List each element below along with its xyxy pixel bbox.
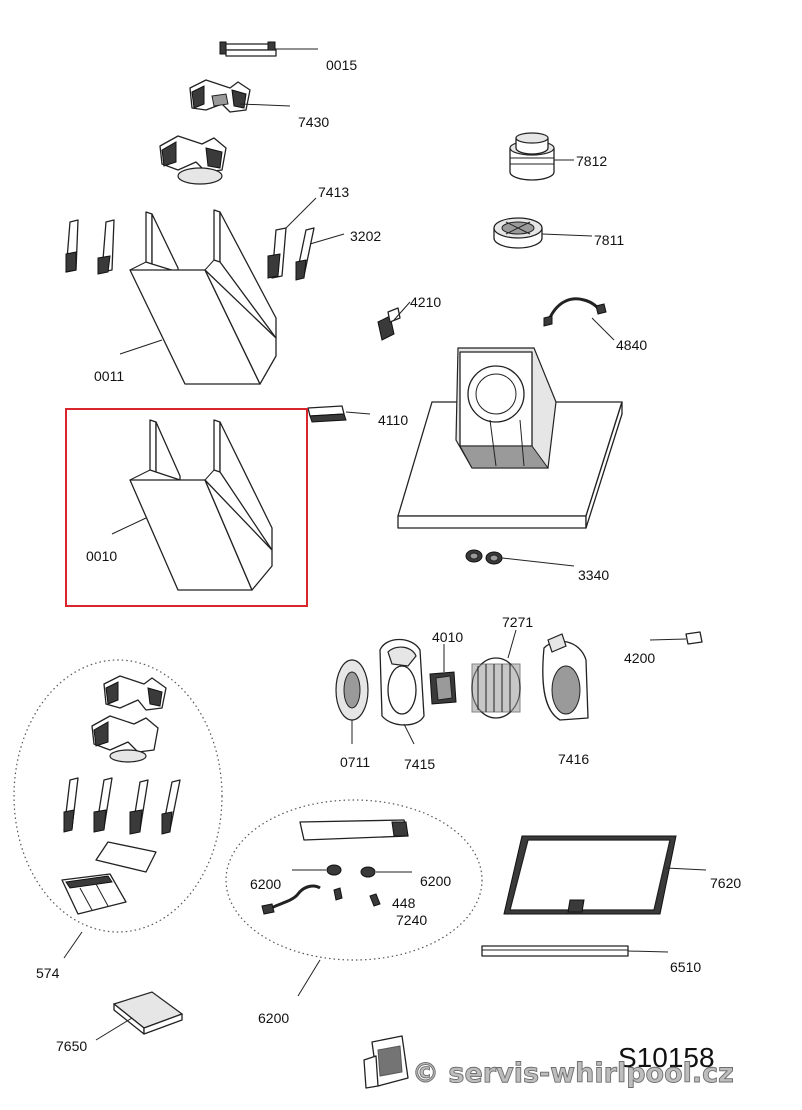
callout-4200: 4200: [624, 650, 655, 666]
callout-7240: 7240: [396, 912, 427, 928]
callout-7271: 7271: [502, 614, 533, 630]
part-4110-component[interactable]: [307, 405, 347, 423]
callout-6200-right: 6200: [420, 873, 451, 889]
kit-6200-contents[interactable]: [261, 819, 409, 915]
part-7650-carbon-filter[interactable]: [112, 991, 184, 1035]
part-3340-grommets[interactable]: [465, 549, 503, 565]
callout-0711: 0711: [340, 754, 370, 770]
callout-4110: 4110: [378, 412, 408, 428]
part-4200-pin[interactable]: [649, 631, 703, 645]
callout-6200-left: 6200: [250, 876, 281, 892]
part-7416-volute[interactable]: [542, 633, 589, 721]
callout-4210: 4210: [410, 294, 441, 310]
callout-448: 448: [392, 895, 416, 911]
part-7812-collar[interactable]: [509, 132, 555, 181]
callout-7413: 7413: [318, 184, 349, 200]
part-bottom-assembly: [363, 1035, 409, 1089]
callout-0010: 0010: [86, 548, 117, 564]
callout-7416: 7416: [558, 751, 589, 767]
callout-574: 574: [36, 965, 60, 981]
callout-7415: 7415: [404, 756, 435, 772]
part-7811-valve[interactable]: [493, 217, 543, 249]
callout-0011: 0011: [94, 368, 124, 384]
watermark: © servis-whirlpool.cz: [412, 1058, 734, 1089]
callout-7620: 7620: [710, 875, 741, 891]
callout-3340: 3340: [578, 567, 609, 583]
callout-3202: 3202: [350, 228, 381, 244]
part-0015-bracket[interactable]: [219, 41, 277, 57]
part-0711-plate[interactable]: [335, 659, 369, 721]
kit-6200-outline: [225, 799, 483, 961]
callout-0015: 0015: [326, 57, 357, 73]
callout-7812: 7812: [576, 153, 607, 169]
part-0010-lower-chimney[interactable]: [129, 419, 273, 591]
part-4210-switch[interactable]: [377, 307, 401, 341]
callout-4010: 4010: [432, 629, 463, 645]
part-6510-light-bar[interactable]: [481, 945, 629, 957]
drawing-code: S10158: [618, 1042, 715, 1073]
kit-574-contents[interactable]: [61, 675, 181, 915]
kit-574-outline: [13, 659, 223, 933]
highlight-frame-0010: [65, 408, 308, 607]
part-0011-upper-chimney[interactable]: [129, 209, 277, 385]
callout-6510: 6510: [670, 959, 701, 975]
callout-6200-kit: 6200: [258, 1010, 289, 1026]
part-7415-blower-housing[interactable]: [379, 638, 425, 726]
part-7413-clip[interactable]: [267, 227, 287, 279]
part-7271-fan-wheel[interactable]: [471, 657, 521, 719]
part-4840-cable[interactable]: [543, 297, 607, 327]
part-clip-left-pair[interactable]: [65, 219, 115, 275]
part-7430-upper-brackets[interactable]: [159, 79, 251, 185]
part-hood-body[interactable]: [397, 347, 623, 529]
callout-7650: 7650: [56, 1038, 87, 1054]
callout-7811: 7811: [594, 232, 624, 248]
part-4010-motor[interactable]: [429, 671, 457, 705]
part-7620-filter[interactable]: [503, 835, 677, 915]
part-3202-clip[interactable]: [295, 227, 315, 281]
callout-4840: 4840: [616, 337, 647, 353]
callout-7430: 7430: [298, 114, 329, 130]
